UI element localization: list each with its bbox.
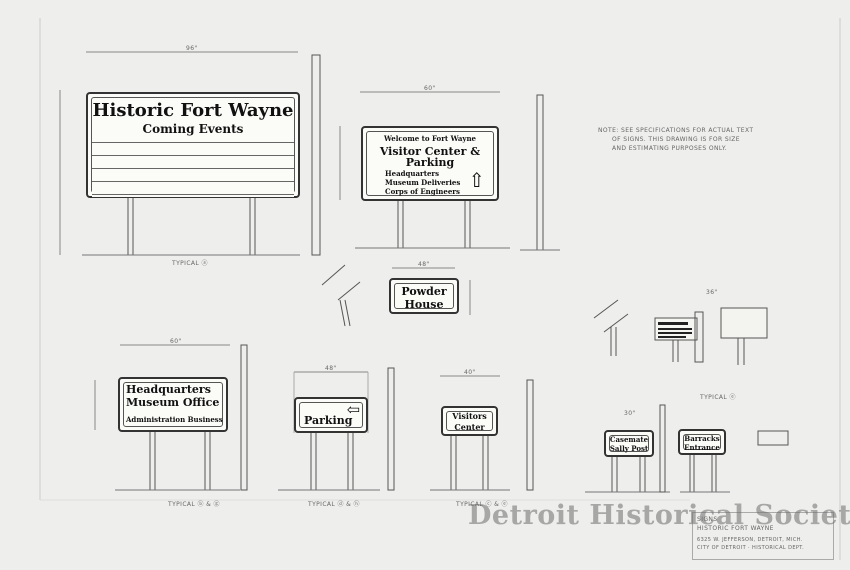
powder-house-sign: Powder House xyxy=(389,278,459,314)
dimension-label: 40" xyxy=(464,369,476,376)
vc-line1: Visitors xyxy=(452,411,487,421)
powder-line1: Powder xyxy=(401,285,447,298)
event-slats xyxy=(92,142,294,197)
visitors-center-sign: Visitors Center xyxy=(441,406,498,436)
welcome-text: Welcome to Fort Wayne xyxy=(384,134,476,143)
general-note-line1: NOTE: SEE SPECIFICATIONS FOR ACTUAL TEXT xyxy=(598,127,754,134)
title-block-line4: CITY OF DETROIT · HISTORICAL DEPT. xyxy=(697,545,805,551)
hq-line1: Headquarters xyxy=(126,383,211,396)
hq-line2: Museum Office xyxy=(126,396,220,409)
barracks-sign: Barracks Entrance xyxy=(678,429,726,455)
dimension-label: 48" xyxy=(418,261,430,268)
typical-label: TYPICAL ⓑ & ⓖ xyxy=(168,501,220,508)
sign-border xyxy=(366,131,494,196)
barracks-line1: Barracks xyxy=(684,434,720,443)
casemate-sign: Casemate Sally Post xyxy=(604,430,654,457)
dimension-label: 60" xyxy=(424,85,436,92)
sign-subtitle: Coming Events xyxy=(142,122,244,136)
casemate-line1: Casemate xyxy=(609,435,649,444)
visitor-line-headquarters: Headquarters xyxy=(385,169,440,178)
parking-label: Parking xyxy=(304,414,353,427)
watermark-text: Detroit Historical Society xyxy=(468,500,850,531)
sign-title: Historic Fort Wayne xyxy=(92,100,294,121)
sign-border xyxy=(683,434,721,450)
sign-border xyxy=(123,382,223,427)
dimension-label: 96" xyxy=(186,45,198,52)
left-arrow-icon: ⇦ xyxy=(346,400,360,419)
visitor-title-line2: Parking xyxy=(405,156,455,169)
title-block-line3: 6325 W. JEFFERSON, DETROIT, MICH. xyxy=(697,537,803,543)
visitor-line-museum: Museum Deliveries xyxy=(385,178,461,187)
title-block: SIGNS HISTORIC FORT WAYNE 6325 W. JEFFER… xyxy=(692,512,834,560)
sign-border xyxy=(609,435,649,452)
visitor-center-sign: Welcome to Fort Wayne Visitor Center & P… xyxy=(361,126,499,201)
powder-line2: House xyxy=(404,298,444,311)
casemate-line2: Sally Post xyxy=(609,444,649,453)
dimension-label: 48" xyxy=(325,365,337,372)
dimension-label: 36" xyxy=(706,289,718,296)
title-block-line1: SIGNS xyxy=(697,516,718,523)
vc-line2: Center xyxy=(454,422,485,432)
historic-fort-wayne-sign: Historic Fort Wayne Coming Events xyxy=(86,92,300,198)
barracks-line2: Entrance xyxy=(684,443,720,452)
general-note-line2: OF SIGNS. THIS DRAWING IS FOR SIZE xyxy=(612,136,740,143)
sign-border xyxy=(394,283,454,309)
visitor-title-line1: Visitor Center & xyxy=(379,145,481,158)
dimension-label: 60" xyxy=(170,338,182,345)
typical-label: TYPICAL ⓔ xyxy=(700,394,736,401)
up-arrow-icon: ⇧ xyxy=(468,168,485,192)
general-note-line3: AND ESTIMATING PURPOSES ONLY. xyxy=(612,145,727,152)
typical-label: TYPICAL ⓐ xyxy=(172,260,208,267)
visitor-line-corps: Corps of Engineers xyxy=(385,187,460,196)
title-block-line2: HISTORIC FORT WAYNE xyxy=(697,525,774,532)
headquarters-sign: Headquarters Museum Office Administratio… xyxy=(118,377,228,432)
hq-line3: Administration Business xyxy=(126,415,223,424)
sign-border xyxy=(299,402,363,428)
dimension-label: 30" xyxy=(624,410,636,417)
sign-border xyxy=(446,411,493,431)
typical-label: TYPICAL ⓒ & ⓔ xyxy=(456,501,508,508)
parking-sign: Parking ⇦ xyxy=(294,397,368,433)
typical-label: TYPICAL ⓓ & ⓗ xyxy=(308,501,360,508)
